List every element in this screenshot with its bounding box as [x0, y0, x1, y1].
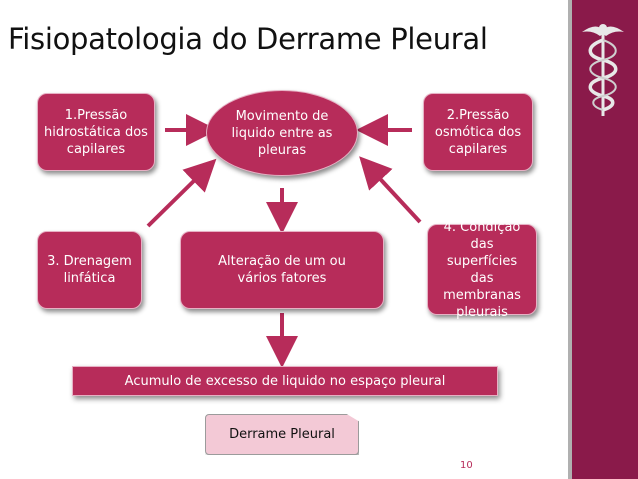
- page-number: 10: [460, 460, 473, 471]
- page-title: Fisiopatologia do Derrame Pleural: [8, 22, 488, 56]
- caduceus-icon: [582, 24, 624, 116]
- node-factor-change: Alteração de um ou vários fatores: [180, 231, 384, 309]
- node-lymphatic-drainage: 3. Drenagem linfática: [37, 231, 142, 309]
- sidebar-stripe: [568, 0, 572, 479]
- sidebar-band: [568, 0, 638, 479]
- fluid-accumulation-banner: Acumulo de excesso de liquido no espaço …: [72, 366, 498, 396]
- node-osmotic-pressure: 2.Pressão osmótica dos capilares: [423, 93, 533, 171]
- node-hydrostatic-pressure: 1.Pressão hidrostática dos capilares: [37, 93, 155, 171]
- node-fluid-movement: Movimento de liquido entre as pleuras: [206, 90, 358, 176]
- pleural-effusion-result: Derrame Pleural: [205, 414, 359, 455]
- node-surface-condition: 4. Condição das superfícies das membrana…: [427, 220, 537, 320]
- arrow-surface-to-center: [359, 156, 422, 224]
- arrow-lymphatic-to-center: [146, 158, 217, 228]
